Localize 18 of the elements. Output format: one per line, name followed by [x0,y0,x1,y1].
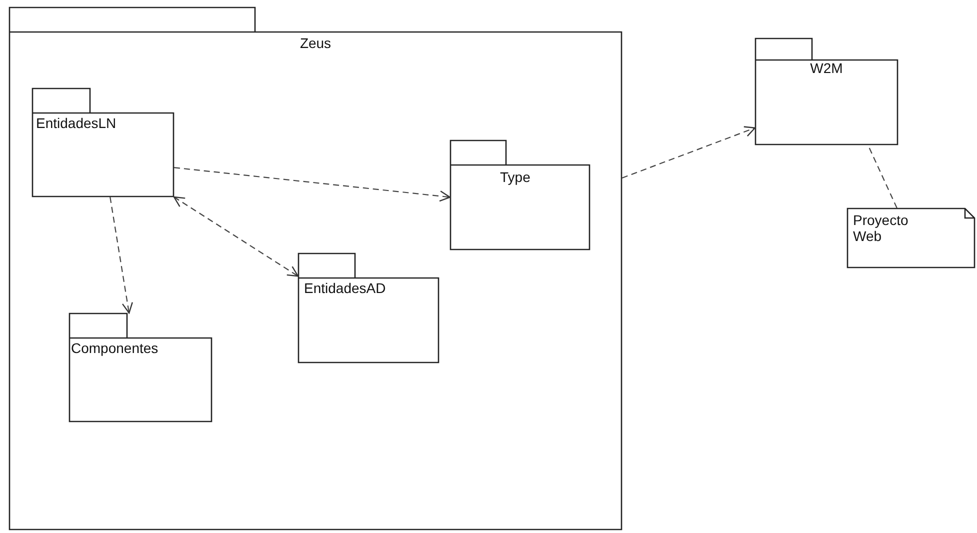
package-name: W2M [809,60,844,76]
dependency-arrow [174,167,451,202]
package-name: EntidadesLN [36,115,116,132]
note-text: Proyecto Web [853,212,910,244]
package-shape [450,140,590,250]
package-name: EntidadesAD [304,280,386,296]
package-shape [32,88,174,197]
dependency-arrow [622,126,756,179]
package-shape [9,7,622,530]
dependency-arrow [110,196,133,314]
package-name: Zeus [298,35,332,52]
package-name: Componentes [71,340,158,356]
dependency-arrow [173,196,299,277]
package-shape [298,253,439,363]
package-shape [755,38,898,145]
package-name: Type [500,169,530,186]
package-shape [69,313,212,422]
note-shape [847,208,975,268]
